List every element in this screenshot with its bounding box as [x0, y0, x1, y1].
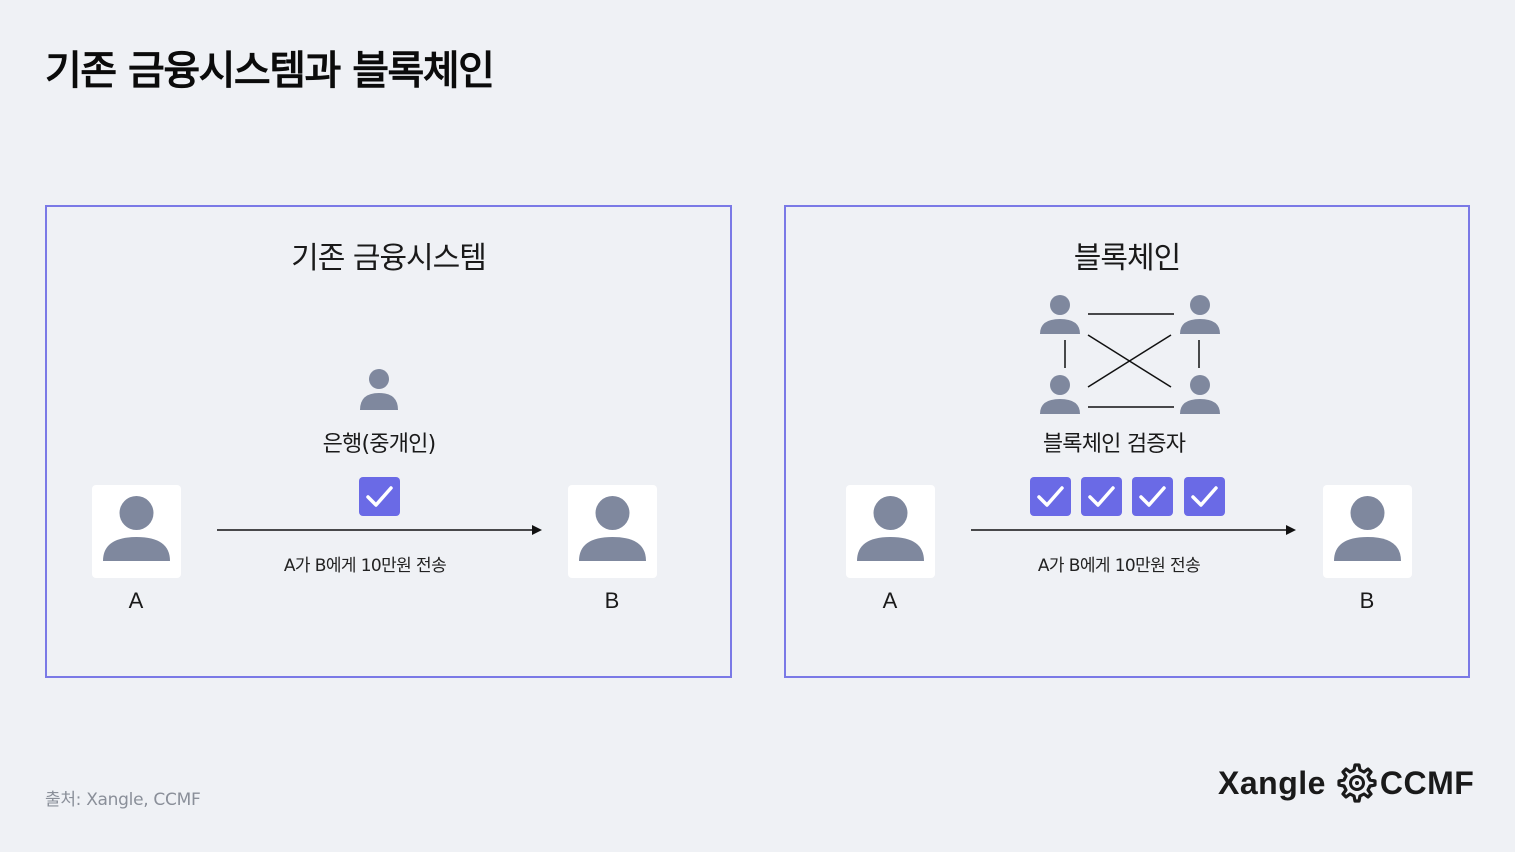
checkmark-icon: [1037, 486, 1064, 507]
validator-check-1: [1030, 477, 1071, 516]
xangle-logo-text: Xangle: [1218, 764, 1326, 801]
gear-icon: [1337, 763, 1377, 803]
bank-person-icon: [360, 369, 398, 410]
validator-network: [1040, 295, 1220, 414]
source-caption: 출처: Xangle, CCMF: [45, 790, 201, 810]
sender-label: A: [882, 588, 898, 613]
validators-label: 블록체인 검증자: [1042, 432, 1186, 457]
ccmf-logo-text: CCMF: [1379, 764, 1475, 801]
checkmark-icon: [366, 486, 393, 507]
validator-person-icon: [1040, 295, 1080, 334]
blockchain-title: 블록체인: [1073, 241, 1181, 276]
checkmark-icon: [1139, 486, 1166, 507]
arrow-right-icon: [217, 525, 542, 535]
legacy-finance-panel: 기존 금융시스템 은행(중개인) A A가 B에게 10만원 전송 B: [45, 205, 732, 678]
legacy-finance-title: 기존 금융시스템: [291, 241, 487, 276]
sender-card: [92, 485, 181, 578]
sender-card: [846, 485, 935, 578]
bank-approval-check: [359, 477, 400, 516]
person-icon: [1334, 496, 1401, 561]
receiver-card: [568, 485, 657, 578]
page-title: 기존 금융시스템과 블록체인: [45, 48, 495, 94]
sender-label: A: [128, 588, 144, 613]
validator-person-icon: [1180, 295, 1220, 334]
validator-person-icon: [1180, 375, 1220, 414]
checkmark-icon: [1088, 486, 1115, 507]
receiver-card: [1323, 485, 1412, 578]
receiver-label: B: [604, 588, 620, 613]
validator-person-icon: [1040, 375, 1080, 414]
receiver-label: B: [1359, 588, 1375, 613]
checkmark-icon: [1191, 486, 1218, 507]
validator-check-3: [1132, 477, 1173, 516]
transaction-label: A가 B에게 10만원 전송: [283, 556, 447, 576]
person-icon: [103, 496, 170, 561]
arrow-right-icon: [971, 525, 1296, 535]
blockchain-panel: 블록체인: [784, 205, 1470, 678]
validator-check-4: [1184, 477, 1225, 516]
intermediary-label: 은행(중개인): [322, 432, 437, 457]
brand-logo: Xangle CCMF: [1218, 762, 1474, 804]
validator-check-2: [1081, 477, 1122, 516]
person-icon: [579, 496, 646, 561]
transaction-label: A가 B에게 10만원 전송: [1037, 556, 1201, 576]
person-icon: [857, 496, 924, 561]
